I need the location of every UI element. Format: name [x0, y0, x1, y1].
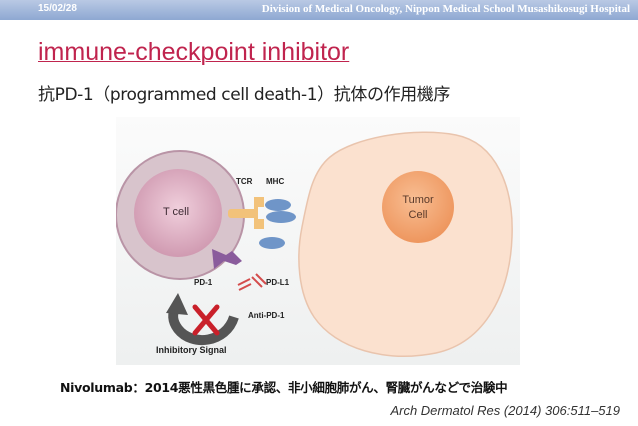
- nivolumab-note: Nivolumab：2014悪性黒色腫に承認、非小細胞肺がん、腎臓がんなどで治験…: [60, 380, 508, 395]
- pd1-receptor: [212, 249, 242, 269]
- anti-pd1-label: Anti-PD-1: [248, 311, 285, 320]
- x-mark-icon: [192, 304, 220, 336]
- pdl1-receptor: [259, 237, 285, 249]
- t-cell-label: T cell: [163, 206, 189, 218]
- t-cell-inner: [134, 169, 222, 257]
- pdl1-label: PD-L1: [266, 278, 290, 287]
- mhc-molecule-top: [265, 199, 291, 211]
- mhc-label: MHC: [266, 177, 284, 186]
- tcr-label: TCR: [236, 177, 253, 186]
- slide-title: immune-checkpoint inhibitor: [38, 38, 350, 66]
- header-bar: 15/02/28 Division of Medical Oncology, N…: [0, 0, 638, 20]
- anti-pd1-antibody: [237, 273, 267, 291]
- inhibitory-signal-label: Inhibitory Signal: [156, 345, 227, 355]
- mhc-molecule-bottom: [266, 211, 296, 223]
- institution-name: Division of Medical Oncology, Nippon Med…: [261, 3, 630, 15]
- inhibitory-arrow-head: [166, 293, 188, 315]
- tcr-stem: [228, 209, 258, 218]
- tumor-label-line1: Tumor: [402, 194, 434, 206]
- pd1-label: PD-1: [194, 278, 213, 287]
- tcr-receptor: [254, 197, 264, 229]
- slide-date: 15/02/28: [38, 3, 77, 14]
- mechanism-diagram: Tumor Cell T cell TCR MHC PD-L1 PD-1 Ant…: [116, 117, 520, 365]
- citation: Arch Dermatol Res (2014) 306:511–519: [390, 403, 620, 418]
- tumor-label-line2: Cell: [409, 209, 428, 221]
- tumor-cell: [298, 131, 513, 357]
- slide-subtitle: 抗PD-1（programmed cell death-1）抗体の作用機序: [38, 85, 450, 105]
- tumor-nucleus: [382, 171, 454, 243]
